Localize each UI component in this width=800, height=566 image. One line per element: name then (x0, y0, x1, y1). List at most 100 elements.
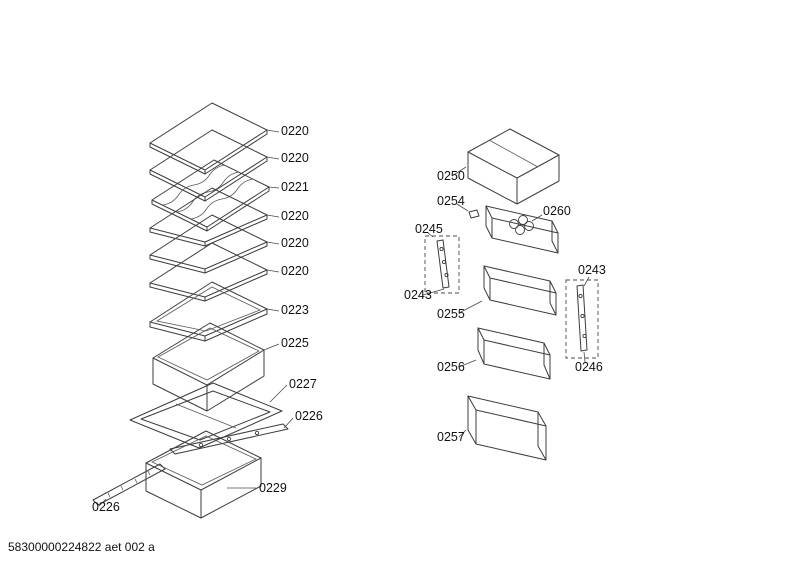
shelf-top-face (149, 281, 268, 337)
rail-strip (436, 239, 450, 289)
bin-left-end (485, 205, 493, 239)
egg-tray-0260 (509, 215, 534, 235)
label-rail-right-top: 0243 (578, 263, 606, 277)
rack-wave-2 (176, 171, 240, 213)
rail-hole (441, 259, 447, 265)
drawer-walls (152, 349, 265, 412)
freezer-drawer-0229 (145, 430, 262, 519)
leader-line (531, 214, 543, 222)
shelf-thickness (149, 129, 268, 175)
rail-hole (582, 333, 587, 339)
shelf-thickness (149, 269, 268, 302)
rack-thickness (151, 186, 270, 232)
bin-right-end (551, 220, 559, 254)
leader-line (456, 203, 469, 212)
bin-left-end (477, 327, 485, 365)
drawer-rim (145, 430, 262, 491)
leader-line (98, 498, 107, 507)
rail-right-0243-0246 (565, 279, 599, 359)
leader-line (266, 156, 280, 160)
rack-wave-3 (190, 178, 254, 220)
label-frame: 0227 (289, 377, 317, 391)
label-left-rail: 0226 (92, 500, 120, 514)
label-bracket: 0254 (437, 194, 465, 208)
label-bottle-rack: 0221 (281, 180, 309, 194)
bin-right-end (549, 280, 557, 316)
shelf-thickness (149, 214, 268, 247)
left-rail-0226 (92, 463, 166, 506)
rail-ticks (107, 470, 151, 498)
part-labels: 0220 0220 0221 0220 0220 0220 0223 0225 … (92, 124, 606, 514)
label-shelf-3: 0220 (281, 209, 309, 223)
leader-line (266, 129, 280, 133)
rail-left-0245-0243 (424, 235, 460, 294)
leader-line (458, 429, 467, 438)
crisper-drawer-0225 (152, 322, 265, 412)
bin-right-end (537, 411, 547, 461)
leader-line (266, 269, 280, 273)
leader-line (266, 214, 280, 218)
label-rail-left-top: 0245 (415, 222, 443, 236)
drawer-inner-rim (151, 435, 257, 486)
egg-cup (524, 221, 534, 231)
label-crisper-drawer: 0225 (281, 336, 309, 350)
rack-wave-1 (162, 164, 226, 206)
egg-cup (518, 215, 528, 225)
frame-0227 (129, 382, 283, 449)
leader-line (422, 288, 445, 296)
drawer-inner-rim (157, 327, 260, 381)
drawer-walls (145, 457, 262, 519)
label-rail-right-bottom: 0246 (575, 360, 603, 374)
door-bin-0255 (483, 265, 557, 316)
rail-hole (198, 442, 204, 448)
frame-strut (175, 403, 237, 429)
bin-front-wall (491, 217, 559, 254)
shelf-thickness (149, 241, 268, 274)
label-shelf-2: 0220 (281, 151, 309, 165)
box-divider (488, 139, 539, 168)
label-bin-upper: 0255 (437, 307, 465, 321)
bin-rim (477, 327, 551, 356)
bin-front-wall (489, 277, 557, 316)
dashed-box (424, 235, 460, 294)
egg-cup (509, 219, 519, 229)
bin-rim (467, 395, 547, 427)
rail-outline (169, 423, 289, 455)
rail-hole (439, 246, 444, 252)
leader-line (268, 186, 280, 189)
leader-line (427, 232, 434, 238)
leader-line (583, 351, 586, 363)
telescopic-rail-0226 (169, 423, 289, 455)
top-box-0250 (467, 128, 560, 205)
label-shelf-4: 0220 (281, 236, 309, 250)
bin-left-end (483, 265, 491, 301)
bin-rim (483, 265, 557, 294)
frame-outer (129, 382, 283, 449)
dashed-box (565, 279, 599, 359)
frame-inner (140, 390, 271, 441)
bin-front-wall (475, 409, 547, 461)
label-telescopic-rail: 0226 (295, 409, 323, 423)
leader-line (266, 308, 280, 312)
bracket-outline (468, 209, 480, 219)
label-egg-tray: 0260 (543, 204, 571, 218)
door-bin-egg-row (485, 205, 559, 254)
label-top-box: 0250 (437, 169, 465, 183)
document-code: 58300000224822 aet 002 a (8, 540, 155, 554)
leader-lines (98, 129, 590, 507)
leader-line (458, 300, 483, 314)
shelf-thickness (149, 156, 268, 202)
leader-line (283, 417, 294, 429)
bin-left-end (467, 395, 477, 445)
leader-line (583, 276, 590, 287)
label-freezer-drawer: 0229 (259, 481, 287, 495)
leader-line (269, 384, 288, 403)
leader-line (263, 343, 280, 351)
bin-right-end (543, 342, 551, 380)
rail-strip (576, 284, 588, 352)
leader-line (458, 359, 477, 368)
rail-hole (580, 313, 585, 319)
rail-outline (92, 463, 166, 506)
